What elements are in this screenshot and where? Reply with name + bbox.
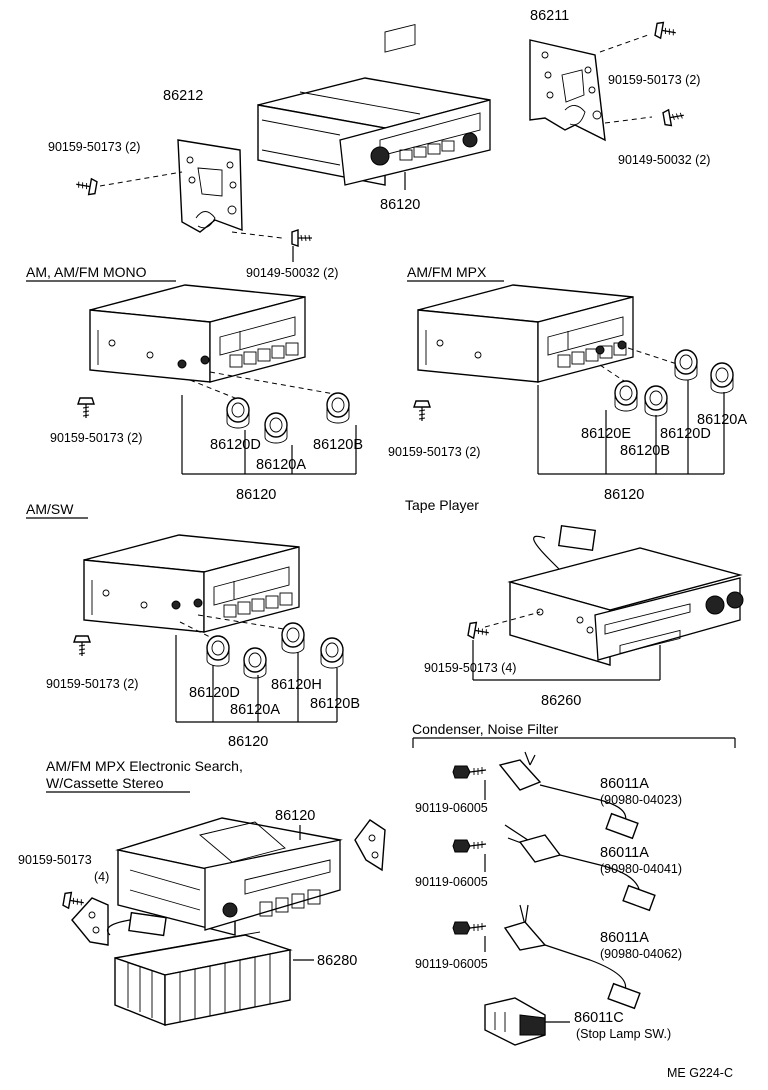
- part-number-amsw-knob-a: 86120A: [230, 702, 280, 718]
- part-number-mpx-radio: 86120: [604, 487, 644, 503]
- top-radio-illustration: [257, 23, 491, 186]
- section-header-search-line1: AM/FM MPX Electronic Search,: [46, 758, 243, 774]
- part-number-screw-right: 90149-50032 (2): [618, 153, 710, 167]
- part-number-amsw-knob-d: 86120D: [189, 685, 240, 701]
- part-number-amsw-screw: 90159-50173 (2): [46, 677, 138, 691]
- part-number-tape-player: 86260: [541, 693, 581, 709]
- bracket-86211-illustration: [529, 39, 606, 142]
- knob-icon: [281, 622, 305, 654]
- part-number-search-screw-line1: 90159-50173: [18, 853, 92, 867]
- part-number-screw-top-right: 90159-50173 (2): [608, 73, 700, 87]
- part-number-top-radio: 86120: [380, 197, 420, 213]
- part-number-mono-radio: 86120: [236, 487, 276, 503]
- screw-icon: [61, 890, 86, 912]
- section-header-mono: AM, AM/FM MONO: [26, 264, 147, 280]
- knob-icon: [326, 392, 350, 424]
- part-number-filter-4: 86011C: [574, 1010, 624, 1026]
- section-tape: Tape Player 90159-50173 (4) 86260: [405, 497, 744, 709]
- knob-icon: [264, 412, 288, 444]
- part-number-filter-3: 86011A: [600, 930, 649, 946]
- part-number-filter-1-sub: (90980-04023): [600, 793, 682, 807]
- knob-icon: [644, 385, 668, 417]
- screw-icon: [413, 400, 431, 422]
- part-number-filter-3-sub: (90980-04062): [600, 947, 682, 961]
- section-header-tape: Tape Player: [405, 497, 479, 513]
- knob-icon: [206, 635, 230, 667]
- knob-icon: [674, 349, 698, 381]
- part-number-bracket-right: 86211: [530, 8, 569, 24]
- section-mpx: AM/FM MPX 86120A 86120E 86120D 86120B 86…: [388, 264, 747, 503]
- part-number-mono-knob-a: 86120A: [256, 457, 306, 473]
- section-electronic-search: AM/FM MPX Electronic Search, W/Cassette …: [18, 758, 386, 1027]
- part-number-amsw-knob-b: 86120B: [310, 696, 360, 712]
- tape-player-illustration: [507, 524, 744, 666]
- cassette-radio-illustration: [115, 817, 343, 936]
- radio-illustration: [89, 284, 306, 383]
- noise-filter-3-illustration: [503, 904, 641, 1010]
- section-header-condenser: Condenser, Noise Filter: [412, 721, 559, 737]
- part-number-condenser-bolt-1: 90119-06005: [415, 801, 488, 815]
- part-number-condenser-bolt-3: 90119-06005: [415, 957, 488, 971]
- part-number-condenser-bolt-2: 90119-06005: [415, 875, 488, 889]
- screw-icon: [77, 397, 95, 419]
- part-number-search-amp: 86280: [317, 953, 357, 969]
- screw-icon: [653, 20, 678, 42]
- part-number-mpx-knob-a: 86120A: [697, 412, 747, 428]
- radio-illustration: [83, 534, 300, 633]
- part-number-filter-2: 86011A: [600, 845, 649, 861]
- part-number-screw-bottom-left: 90149-50032 (2): [246, 266, 338, 280]
- part-number-screw-top-left: 90159-50173 (2): [48, 140, 140, 154]
- part-number-search-screw-line2: (4): [94, 870, 109, 884]
- top-assembly: 86211 86212 86120 90159-50173 (2) 90149-…: [48, 8, 710, 280]
- section-header-mpx: AM/FM MPX: [407, 264, 487, 280]
- section-header-search-line2: W/Cassette Stereo: [46, 775, 164, 791]
- screw-icon: [466, 620, 491, 642]
- part-number-amsw-knob-h: 86120H: [271, 677, 322, 693]
- noise-filter-1-illustration: [498, 751, 639, 840]
- part-number-filter-1: 86011A: [600, 776, 649, 792]
- section-mono: AM, AM/FM MONO 86120D 86120A 86120B 8612…: [26, 264, 363, 503]
- section-condenser: Condenser, Noise Filter 90119-06005 8601…: [412, 721, 736, 1046]
- part-number-search-radio: 86120: [275, 808, 315, 824]
- part-number-filter-4-sub: (Stop Lamp SW.): [576, 1027, 671, 1041]
- bolt-icon: [452, 921, 487, 935]
- noise-filter-2-illustration: [504, 824, 656, 912]
- part-number-mono-knob-d: 86120D: [210, 437, 261, 453]
- part-number-mpx-screw: 90159-50173 (2): [388, 445, 480, 459]
- screw-icon: [73, 635, 91, 657]
- part-number-mono-knob-b: 86120B: [313, 437, 363, 453]
- amplifier-86280-illustration: [114, 931, 293, 1027]
- section-header-amsw: AM/SW: [26, 501, 74, 517]
- screw-icon: [74, 175, 99, 197]
- part-number-mono-screw: 90159-50173 (2): [50, 431, 142, 445]
- bolt-icon: [452, 765, 487, 779]
- knob-icon: [320, 637, 344, 669]
- part-number-mpx-knob-e: 86120E: [581, 426, 631, 442]
- screw-icon: [661, 106, 686, 128]
- noise-filter-4-illustration: [484, 997, 546, 1046]
- knob-icon: [226, 397, 250, 429]
- bolt-icon: [452, 839, 487, 853]
- knob-icon: [243, 647, 267, 679]
- radio-illustration: [417, 284, 634, 383]
- part-number-tape-screw: 90159-50173 (4): [424, 661, 516, 675]
- knob-icon: [614, 380, 638, 412]
- part-number-mpx-knob-d: 86120D: [660, 426, 711, 442]
- bracket-86212-illustration: [177, 139, 243, 233]
- section-amsw: AM/SW 86120D 86120H 86120A 86120B 86120 …: [26, 501, 360, 750]
- diagram-code: ME G224-C: [667, 1066, 733, 1080]
- part-number-bracket-left: 86212: [163, 88, 203, 104]
- part-number-amsw-radio: 86120: [228, 734, 268, 750]
- knob-icon: [710, 362, 734, 394]
- part-number-filter-2-sub: (90980-04041): [600, 862, 682, 876]
- screw-icon: [291, 229, 313, 247]
- left-bracket-illustration: [71, 897, 109, 946]
- side-bracket-illustration: [354, 819, 386, 872]
- part-number-mpx-knob-b: 86120B: [620, 443, 670, 459]
